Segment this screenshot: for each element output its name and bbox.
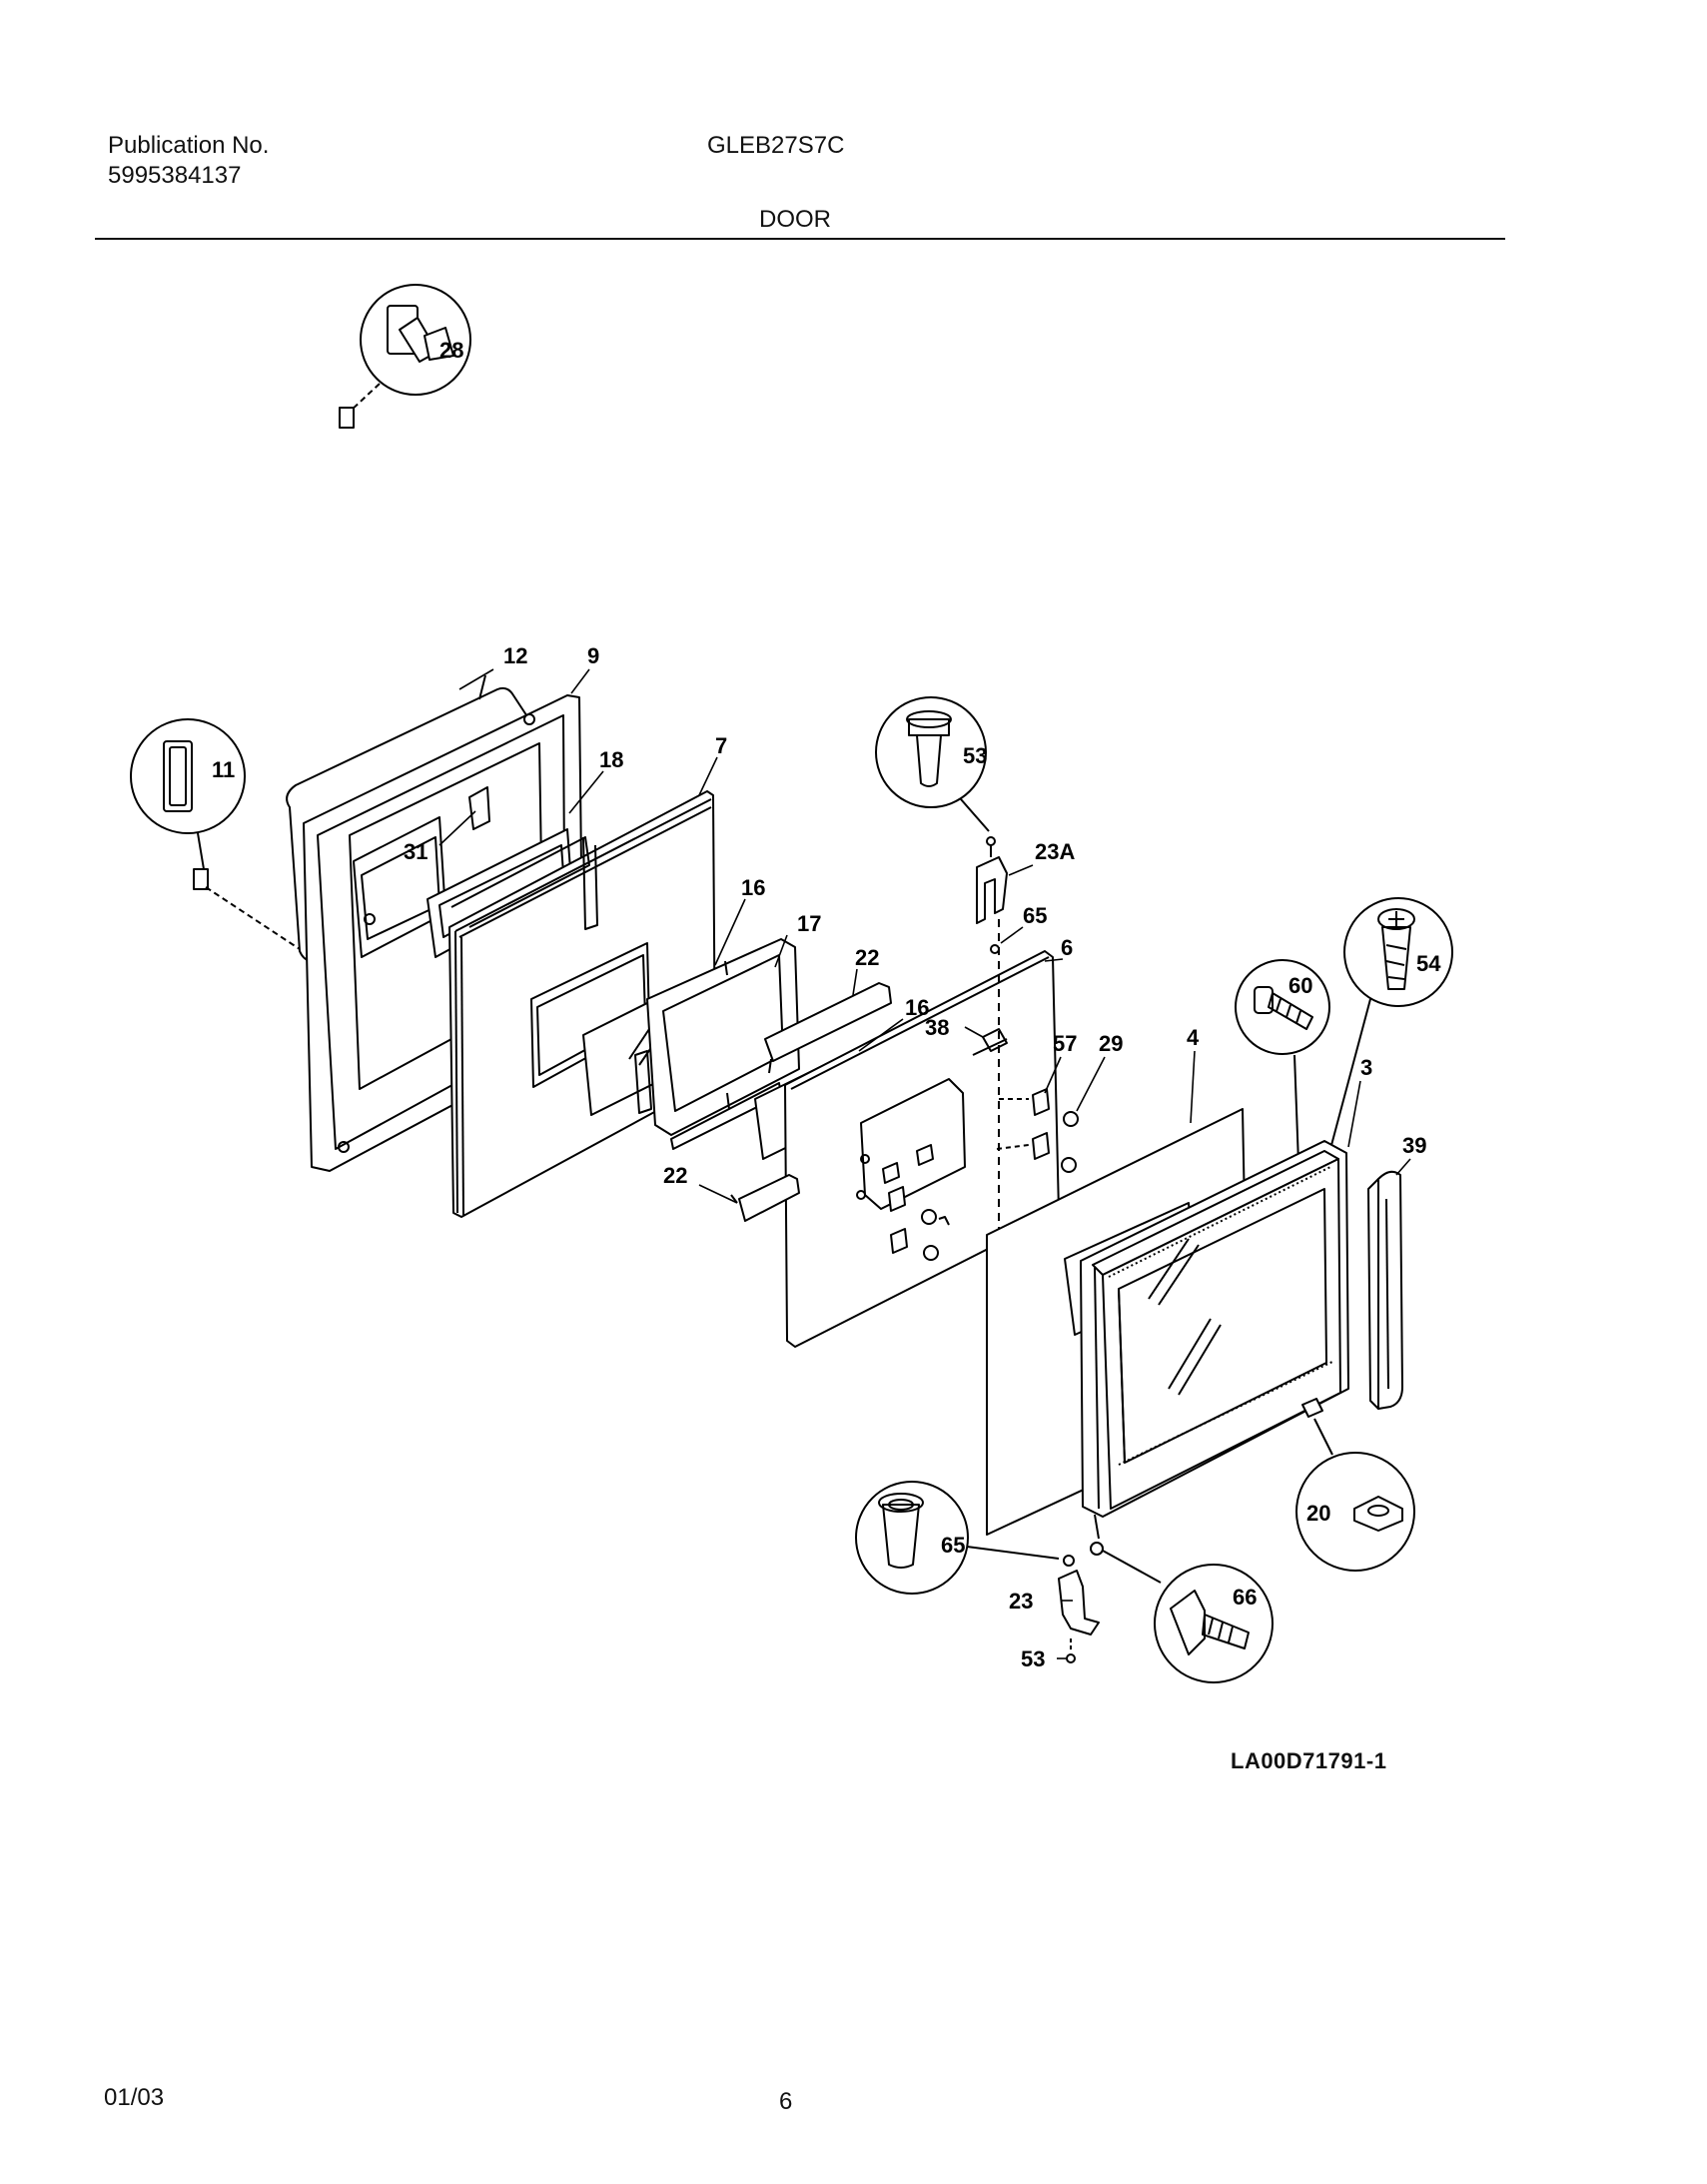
callout-23a: 23A xyxy=(1035,839,1075,864)
footer-date: 01/03 xyxy=(104,2084,165,2111)
part-57-hinge-blocks xyxy=(888,1088,1050,1254)
part-22-bracket-upper xyxy=(764,982,892,1074)
model-number: GLEB27S7C xyxy=(707,132,845,159)
callout-11: 11 xyxy=(212,757,235,782)
callout-3: 3 xyxy=(1360,1055,1372,1080)
callout-66: 66 xyxy=(1233,1585,1257,1610)
part-29-screws xyxy=(921,1098,1079,1261)
callout-31: 31 xyxy=(404,839,427,864)
detail-circle-28 xyxy=(339,284,471,429)
callout-28: 28 xyxy=(439,338,463,363)
callout-17: 17 xyxy=(797,911,821,936)
part-17-glass-channel xyxy=(634,938,800,1150)
callout-6: 6 xyxy=(1061,935,1073,960)
part-39-handle xyxy=(1367,1170,1403,1410)
callout-16-lower: 16 xyxy=(905,995,929,1020)
callout-57: 57 xyxy=(1053,1031,1077,1056)
detail-circle-66 xyxy=(1102,1550,1274,1683)
publication-number: 5995384137 xyxy=(108,162,242,189)
callout-39: 39 xyxy=(1402,1133,1426,1158)
callout-22-lower: 22 xyxy=(663,1163,687,1188)
callout-54: 54 xyxy=(1416,951,1441,976)
callout-4: 4 xyxy=(1187,1025,1200,1050)
callout-65-upper: 65 xyxy=(1023,903,1047,928)
detail-circle-60 xyxy=(1235,959,1330,1172)
detail-circle-65-bottom xyxy=(855,1481,1060,1595)
header-rule xyxy=(95,238,1505,240)
callout-38: 38 xyxy=(925,1015,949,1040)
page-number: 6 xyxy=(779,2088,793,2115)
detail-circle-53-top xyxy=(875,696,990,832)
part-3-door-frame xyxy=(1080,1140,1349,1540)
callout-20: 20 xyxy=(1306,1501,1330,1526)
callout-60: 60 xyxy=(1288,973,1312,998)
publication-label: Publication No. xyxy=(108,132,270,159)
detail-circle-54 xyxy=(1321,897,1453,1160)
callout-65-bottom: 65 xyxy=(941,1533,965,1558)
callout-12: 12 xyxy=(503,643,527,668)
part-23a-hinge-upper xyxy=(976,836,1008,1469)
detail-circle-20 xyxy=(1295,1398,1415,1572)
leader-lines xyxy=(438,668,1411,1659)
callout-29: 29 xyxy=(1099,1031,1123,1056)
figure-code: LA00D71791-1 xyxy=(1231,1748,1387,1773)
callout-22-upper: 22 xyxy=(855,945,879,970)
callout-53-top: 53 xyxy=(963,743,987,768)
callout-7: 7 xyxy=(715,733,727,758)
part-38-clip xyxy=(972,1028,1008,1056)
callout-9: 9 xyxy=(587,643,599,668)
callout-23: 23 xyxy=(1009,1589,1033,1614)
callout-18: 18 xyxy=(599,747,623,772)
section-title: DOOR xyxy=(759,206,831,233)
part-23-hinge-lower xyxy=(1058,1542,1104,1663)
callout-16-upper: 16 xyxy=(741,875,765,900)
detail-circle-11 xyxy=(130,718,301,950)
callout-53-bottom: 53 xyxy=(1021,1646,1045,1671)
